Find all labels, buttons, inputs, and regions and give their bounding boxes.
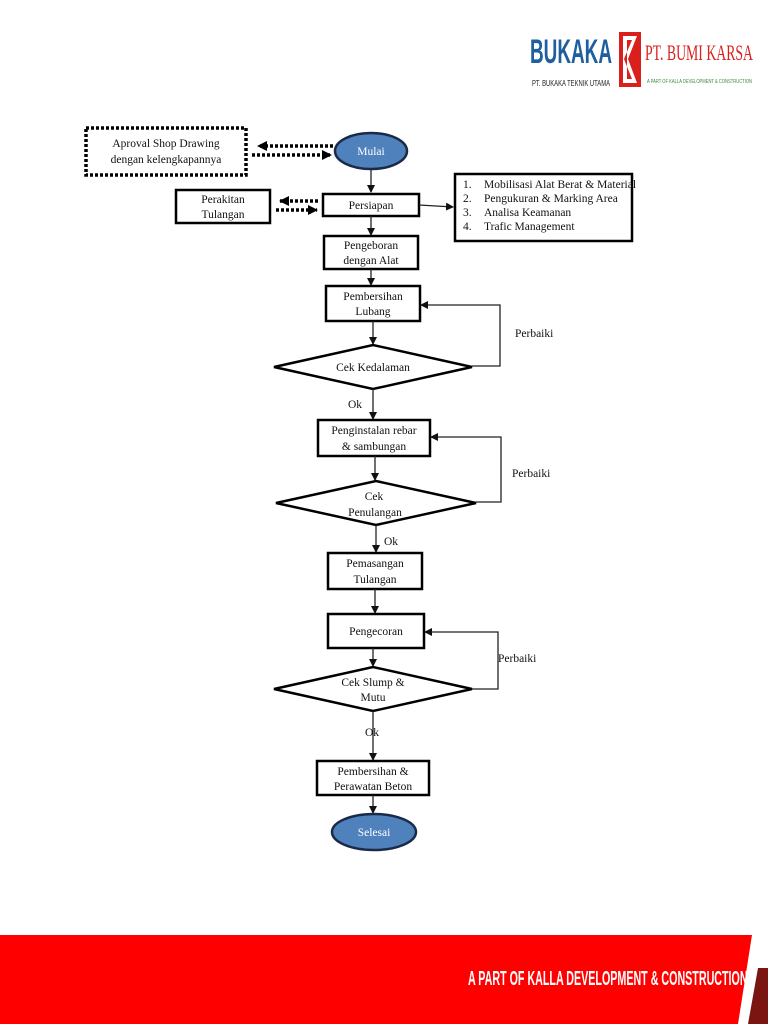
ok-label: Ok — [365, 727, 379, 739]
svg-text:Cek: Cek — [365, 491, 384, 503]
perbaiki-label: Perbaiki — [512, 468, 550, 480]
svg-text:4.: 4. — [463, 221, 472, 233]
svg-text:2.: 2. — [463, 193, 472, 205]
svg-text:Tulangan: Tulangan — [353, 574, 396, 586]
footer-text: A PART OF KALLA DEVELOPMENT & CONSTRUCTI… — [468, 968, 748, 990]
svg-text:Pemasangan: Pemasangan — [346, 558, 404, 570]
svg-text:PT. BUKAKA TEKNIK UTAMA: PT. BUKAKA TEKNIK UTAMA — [532, 79, 610, 88]
svg-text:Trafic Management: Trafic Management — [484, 221, 575, 233]
svg-text:3.: 3. — [463, 207, 472, 219]
perbaiki-loop-arrow — [424, 628, 499, 690]
approval-shop-drawing-box: Aproval Shop Drawing dengan kelengkapann… — [84, 126, 248, 177]
arrow — [418, 202, 454, 211]
svg-text:dengan Alat: dengan Alat — [343, 255, 399, 267]
ok-label: Ok — [348, 399, 362, 411]
penginstalan-rebar-box: Penginstalan rebar & sambungan — [316, 418, 432, 458]
svg-text:BUKAKA: BUKAKA — [530, 33, 612, 71]
svg-text:PT. BUMI KARSA: PT. BUMI KARSA — [645, 40, 753, 65]
svg-text:Pengukuran & Marking Area: Pengukuran & Marking Area — [484, 193, 618, 205]
svg-text:Lubang: Lubang — [355, 306, 390, 318]
cek-slump-mutu-diamond: Cek Slump & Mutu — [273, 665, 473, 713]
svg-text:Selesai: Selesai — [358, 827, 391, 839]
end-ellipse: Selesai — [330, 812, 418, 852]
svg-text:Mutu: Mutu — [361, 692, 386, 704]
svg-text:Mulai: Mulai — [357, 146, 384, 158]
svg-text:Penginstalan rebar: Penginstalan rebar — [331, 425, 416, 437]
svg-text:Perakitan: Perakitan — [201, 194, 245, 206]
pengeboran-box: Pengeboran dengan Alat — [322, 234, 420, 271]
perbaiki-label: Perbaiki — [498, 653, 536, 665]
perbaiki-label: Perbaiki — [515, 328, 553, 340]
svg-text:Persiapan: Persiapan — [349, 200, 394, 212]
svg-text:A PART OF KALLA DEVELOPMENT &: A PART OF KALLA DEVELOPMENT & CONSTRUCTI… — [647, 79, 752, 85]
svg-text:Pengecoran: Pengecoran — [349, 626, 403, 638]
cek-penulangan-diamond: Cek Penulangan — [275, 479, 477, 527]
svg-text:Penulangan: Penulangan — [348, 507, 402, 519]
svg-text:Cek Kedalaman: Cek Kedalaman — [336, 362, 410, 374]
pemasangan-tulangan-box: Pemasangan Tulangan — [326, 551, 424, 591]
svg-text:Aproval Shop Drawing: Aproval Shop Drawing — [112, 138, 220, 150]
cek-kedalaman-diamond: Cek Kedalaman — [273, 343, 473, 391]
ok-label: Ok — [384, 536, 398, 548]
svg-text:dengan kelengkapannya: dengan kelengkapannya — [111, 154, 222, 166]
svg-text:Pengeboran: Pengeboran — [344, 240, 399, 252]
svg-text:Cek Slump &: Cek Slump & — [341, 677, 404, 689]
start-ellipse: Mulai — [333, 131, 409, 171]
svg-text:1.: 1. — [463, 179, 472, 191]
svg-text:Tulangan: Tulangan — [201, 209, 244, 221]
footer-banner — [0, 935, 768, 1024]
perbaiki-loop-arrow — [430, 433, 502, 503]
svg-text:Perawatan Beton: Perawatan Beton — [334, 781, 412, 793]
svg-text:Mobilisasi Alat Berat & Materi: Mobilisasi Alat Berat & Material — [484, 179, 636, 191]
svg-text:Pembersihan &: Pembersihan & — [337, 766, 408, 778]
pengecoran-box: Pengecoran — [326, 612, 426, 650]
svg-text:Pembersihan: Pembersihan — [343, 291, 403, 303]
persiapan-box: Persiapan — [321, 192, 421, 218]
pembersihan-lubang-box: Pembersihan Lubang — [324, 284, 422, 323]
svg-text:Analisa Keamanan: Analisa Keamanan — [484, 207, 571, 219]
bumi-karsa-logo: PT. BUMI KARSA A PART OF KALLA DEVELOPME… — [619, 32, 753, 87]
bukaka-logo: BUKAKA PT. BUKAKA TEKNIK UTAMA — [530, 33, 612, 88]
pembersihan-perawatan-box: Pembersihan & Perawatan Beton — [315, 759, 431, 797]
perbaiki-loop-arrow — [420, 301, 501, 367]
svg-text:& sambungan: & sambungan — [342, 441, 406, 453]
perakitan-tulangan-box: Perakitan Tulangan — [174, 188, 272, 225]
persiapan-list-box: 1. Mobilisasi Alat Berat & Material 2. P… — [453, 172, 636, 243]
